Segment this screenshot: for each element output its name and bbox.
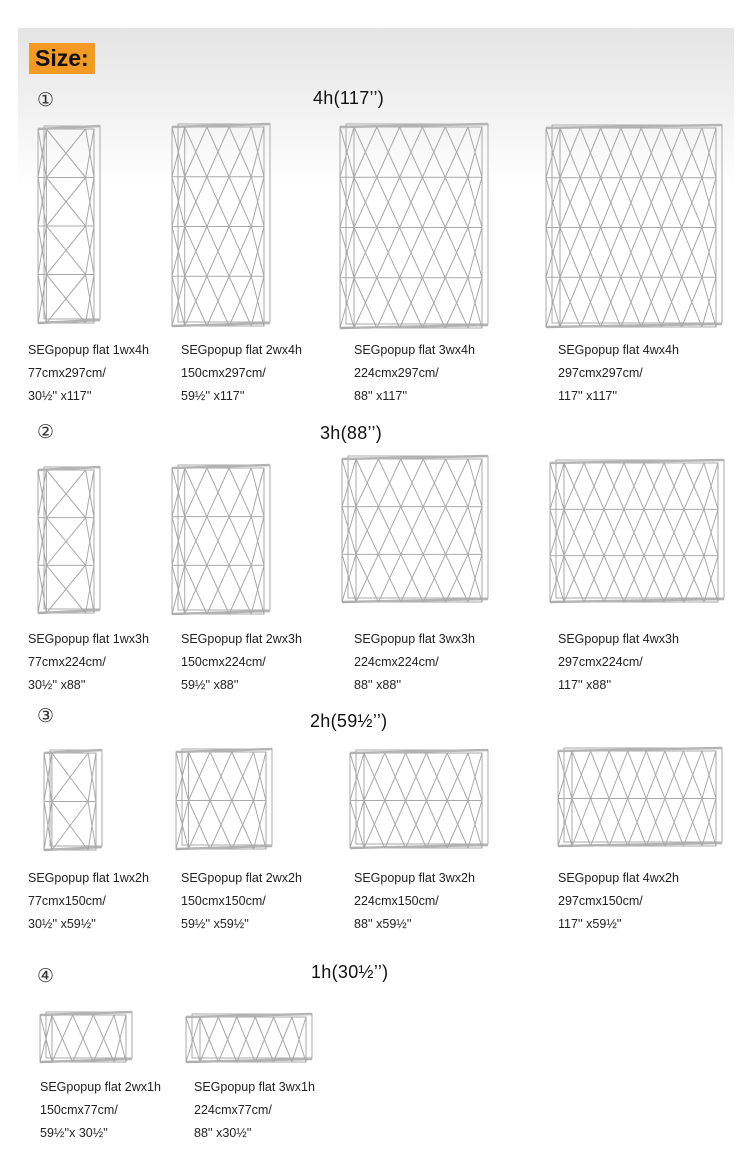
product-size-metric: 77cmx297cm/ bbox=[28, 366, 106, 380]
product-size-imperial: 59½'' x117'' bbox=[181, 389, 245, 403]
product-caption: SEGpopup flat 3wx3h 224cmx224cm/ 88'' x8… bbox=[354, 628, 475, 697]
product-name: SEGpopup flat 1wx4h bbox=[28, 343, 149, 357]
product-size-metric: 150cmx297cm/ bbox=[181, 366, 266, 380]
product-size-metric: 150cmx77cm/ bbox=[40, 1103, 118, 1117]
frame-drawing-1wx3h bbox=[37, 465, 101, 615]
product-size-imperial: 59½'' x59½'' bbox=[181, 917, 249, 931]
product-caption: SEGpopup flat 3wx4h 224cmx297cm/ 88'' x1… bbox=[354, 339, 475, 408]
frame-drawing-4wx3h bbox=[549, 458, 725, 604]
product-size-imperial: 88'' x30½'' bbox=[194, 1126, 252, 1140]
frame-drawing-2wx1h bbox=[39, 1010, 133, 1064]
section-number: ① bbox=[37, 89, 55, 111]
product-size-imperial: 88'' x117'' bbox=[354, 389, 408, 403]
product-size-metric: 297cmx224cm/ bbox=[558, 655, 643, 669]
product-size-imperial: 30½'' x117'' bbox=[28, 389, 92, 403]
section-heading: 1h(30½’’) bbox=[311, 962, 389, 982]
product-size-imperial: 30½'' x59½'' bbox=[28, 917, 96, 931]
product-name: SEGpopup flat 3wx1h bbox=[194, 1080, 315, 1094]
product-size-metric: 77cmx224cm/ bbox=[28, 655, 106, 669]
section-heading: 2h(59½’’) bbox=[310, 711, 388, 731]
frame-drawing-2wx3h bbox=[171, 463, 271, 616]
product-size-imperial: 88'' x59½'' bbox=[354, 917, 412, 931]
product-size-metric: 224cmx297cm/ bbox=[354, 366, 439, 380]
product-name: SEGpopup flat 1wx2h bbox=[28, 871, 149, 885]
product-caption: SEGpopup flat 3wx2h 224cmx150cm/ 88'' x5… bbox=[354, 867, 475, 936]
product-size-imperial: 117'' x117'' bbox=[558, 389, 618, 403]
product-size-metric: 150cmx224cm/ bbox=[181, 655, 266, 669]
product-size-imperial: 59½''x 30½'' bbox=[40, 1126, 108, 1140]
product-caption: SEGpopup flat 4wx4h 297cmx297cm/ 117'' x… bbox=[558, 339, 679, 408]
product-size-imperial: 88'' x88'' bbox=[354, 678, 402, 692]
product-caption: SEGpopup flat 2wx1h 150cmx77cm/ 59½''x 3… bbox=[40, 1076, 161, 1145]
frame-drawing-3wx4h bbox=[339, 122, 489, 330]
product-name: SEGpopup flat 3wx4h bbox=[354, 343, 475, 357]
product-size-imperial: 117'' x88'' bbox=[558, 678, 612, 692]
product-caption: SEGpopup flat 1wx4h 77cmx297cm/ 30½'' x1… bbox=[28, 339, 149, 408]
product-caption: SEGpopup flat 4wx3h 297cmx224cm/ 117'' x… bbox=[558, 628, 679, 697]
product-size-metric: 224cmx150cm/ bbox=[354, 894, 439, 908]
product-name: SEGpopup flat 2wx4h bbox=[181, 343, 302, 357]
product-name: SEGpopup flat 3wx2h bbox=[354, 871, 475, 885]
product-name: SEGpopup flat 1wx3h bbox=[28, 632, 149, 646]
product-caption: SEGpopup flat 2wx3h 150cmx224cm/ 59½'' x… bbox=[181, 628, 302, 697]
product-caption: SEGpopup flat 2wx2h 150cmx150cm/ 59½'' x… bbox=[181, 867, 302, 936]
product-caption: SEGpopup flat 1wx3h 77cmx224cm/ 30½'' x8… bbox=[28, 628, 149, 697]
product-name: SEGpopup flat 4wx4h bbox=[558, 343, 679, 357]
section-number: ③ bbox=[37, 705, 55, 727]
size-title: Size: bbox=[29, 43, 95, 74]
product-size-metric: 150cmx150cm/ bbox=[181, 894, 266, 908]
section-number: ② bbox=[37, 421, 55, 443]
product-name: SEGpopup flat 2wx3h bbox=[181, 632, 302, 646]
product-size-metric: 77cmx150cm/ bbox=[28, 894, 106, 908]
product-name: SEGpopup flat 4wx3h bbox=[558, 632, 679, 646]
frame-drawing-3wx2h bbox=[349, 748, 489, 850]
product-size-metric: 297cmx297cm/ bbox=[558, 366, 643, 380]
section-number: ④ bbox=[37, 965, 55, 987]
frame-drawing-2wx2h bbox=[175, 747, 273, 851]
frame-drawing-4wx4h bbox=[545, 123, 723, 329]
product-caption: SEGpopup flat 2wx4h 150cmx297cm/ 59½'' x… bbox=[181, 339, 302, 408]
product-caption: SEGpopup flat 4wx2h 297cmx150cm/ 117'' x… bbox=[558, 867, 679, 936]
product-caption: SEGpopup flat 3wx1h 224cmx77cm/ 88'' x30… bbox=[194, 1076, 315, 1145]
product-size-imperial: 117'' x59½'' bbox=[558, 917, 622, 931]
frame-drawing-1wx2h bbox=[43, 748, 103, 852]
product-size-imperial: 59½'' x88'' bbox=[181, 678, 239, 692]
section-heading: 3h(88’’) bbox=[320, 423, 383, 443]
product-size-metric: 224cmx77cm/ bbox=[194, 1103, 272, 1117]
frame-drawing-1wx4h bbox=[37, 124, 101, 325]
frame-drawing-4wx2h bbox=[557, 746, 723, 848]
section-heading: 4h(117’’) bbox=[313, 88, 385, 108]
product-name: SEGpopup flat 3wx3h bbox=[354, 632, 475, 646]
frame-drawing-3wx3h bbox=[341, 454, 489, 604]
product-name: SEGpopup flat 4wx2h bbox=[558, 871, 679, 885]
product-size-imperial: 30½'' x88'' bbox=[28, 678, 86, 692]
product-name: SEGpopup flat 2wx2h bbox=[181, 871, 302, 885]
product-size-metric: 297cmx150cm/ bbox=[558, 894, 643, 908]
product-caption: SEGpopup flat 1wx2h 77cmx150cm/ 30½'' x5… bbox=[28, 867, 149, 936]
product-name: SEGpopup flat 2wx1h bbox=[40, 1080, 161, 1094]
frame-drawing-3wx1h bbox=[185, 1012, 313, 1064]
frame-drawing-2wx4h bbox=[171, 122, 271, 328]
product-size-metric: 224cmx224cm/ bbox=[354, 655, 439, 669]
